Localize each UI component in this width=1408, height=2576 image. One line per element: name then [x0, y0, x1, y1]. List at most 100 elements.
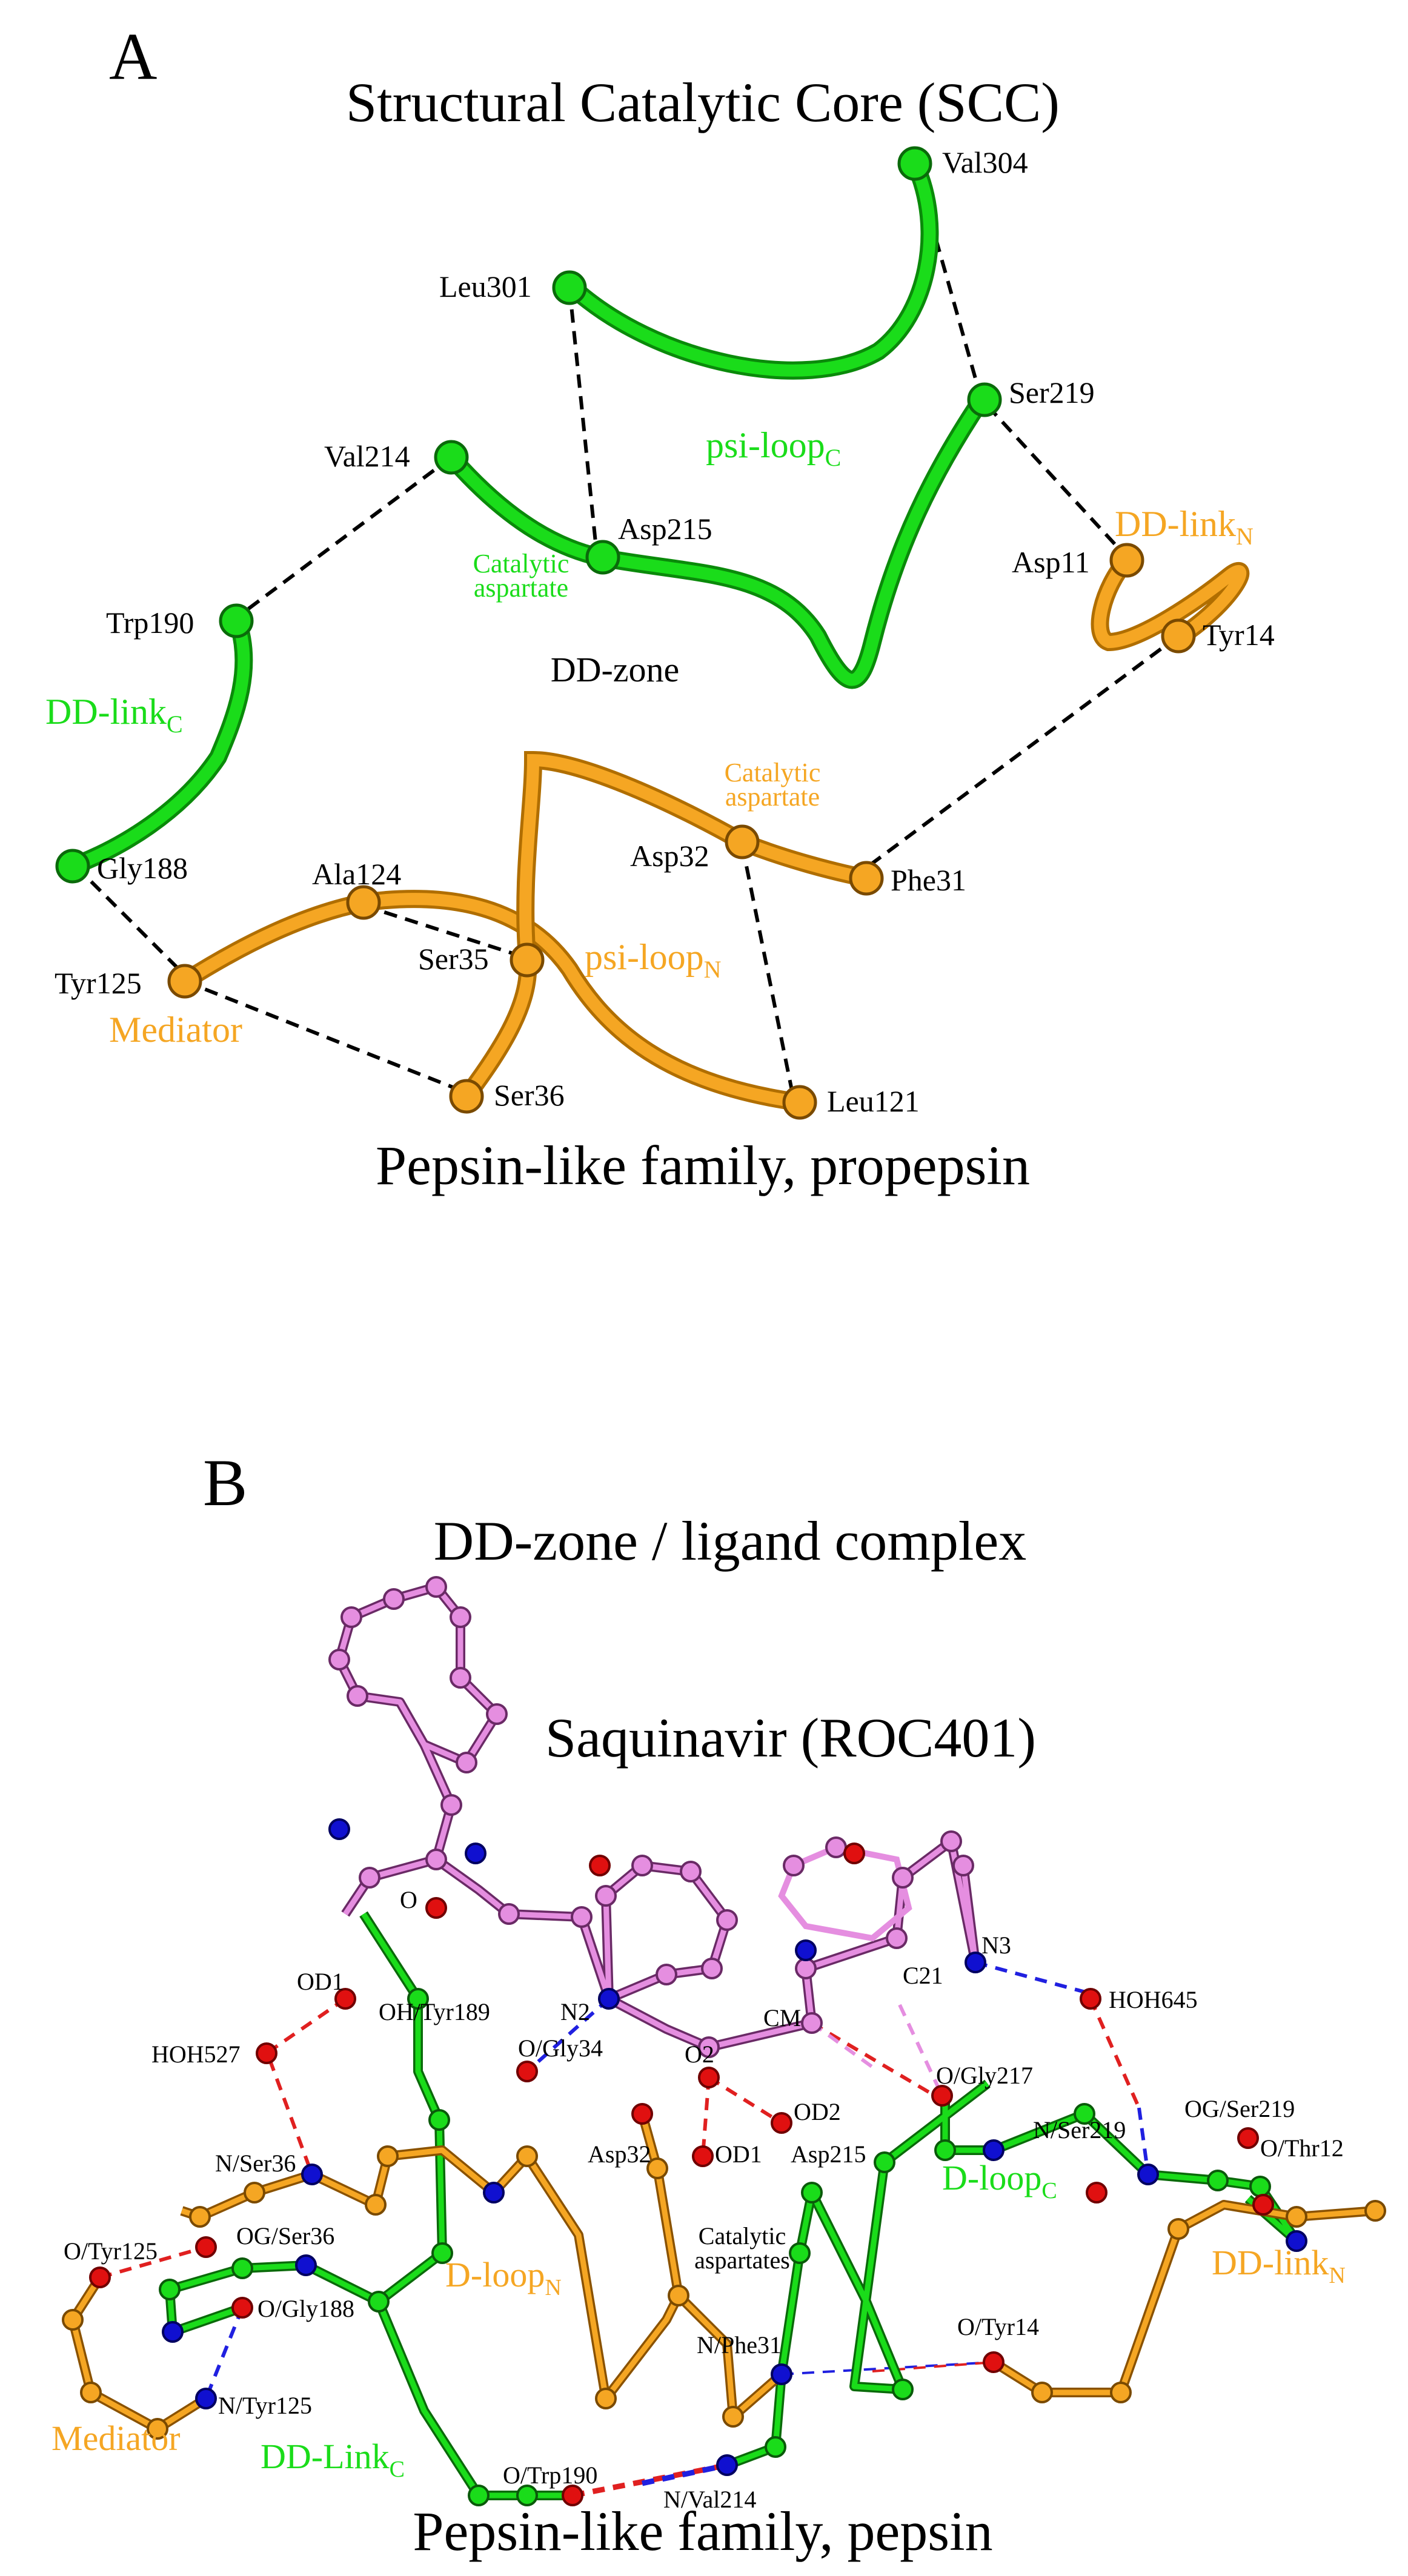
- atom-lig-13: [498, 1903, 520, 1925]
- panel-b-atom-labels: O OD1 OH/Tyr189 N2 HOH527 O/Gly34 O2 CM …: [64, 1886, 1344, 2513]
- atom-o-gly34: [516, 2061, 538, 2082]
- node-asp32: [725, 824, 760, 859]
- atom-lig-7: [347, 1685, 368, 1707]
- panel-a-letter: A: [109, 19, 157, 93]
- node-leu301: [552, 270, 587, 305]
- label-ser35: Ser35: [418, 942, 489, 976]
- atom-green-8: [516, 2485, 538, 2506]
- contact-asp32-leu121: [740, 844, 795, 1100]
- atom-o-tyr125: [89, 2266, 111, 2288]
- atom-lig-1: [383, 1588, 405, 1610]
- atom-n-green-3: [983, 2139, 1005, 2161]
- atom-n-ligand-1: [328, 1818, 350, 1840]
- atom-lig-18: [716, 1909, 738, 1931]
- node-ala124: [346, 885, 381, 920]
- node-ser35: [510, 942, 545, 978]
- label-o-gly217: O/Gly217: [936, 2062, 1033, 2089]
- atom-orange-12: [147, 2418, 168, 2440]
- node-trp190: [219, 603, 254, 638]
- atom-lig-16: [631, 1855, 653, 1876]
- atom-lig-26: [783, 1855, 805, 1876]
- atom-og-ser36: [195, 2236, 217, 2258]
- panel-a: A Structural Catalytic Core (SCC): [45, 19, 1275, 1196]
- atom-orange-2: [377, 2145, 399, 2167]
- atom-lig-27: [825, 1836, 847, 1858]
- panel-a-region-labels: psi-loopC DD-linkN DD-linkC psi-loopN Me…: [45, 425, 1254, 1050]
- atom-lig-cm: [801, 2012, 823, 2034]
- atom-lig-17: [680, 1861, 702, 1882]
- label-val214: Val214: [324, 439, 410, 473]
- atom-green-3: [431, 2242, 453, 2264]
- label-mediator-a: Mediator: [109, 1010, 242, 1050]
- atom-o-ligand-2: [843, 1843, 865, 1864]
- hbond-hoh645-down: [1089, 1998, 1141, 2109]
- node-phe31: [849, 861, 884, 896]
- atom-lig-22: [795, 1958, 817, 1979]
- atom-n2: [598, 1988, 620, 2010]
- panel-a-residue-labels: Val304 Leu301 Ser219 Val214 Asp215 Asp11…: [55, 145, 1275, 1118]
- node-asp11: [1109, 543, 1144, 578]
- label-n-phe31: N/Phe31: [697, 2331, 782, 2359]
- label-catalytic-b-2: aspartates: [694, 2247, 790, 2274]
- label-ser219: Ser219: [1009, 376, 1095, 409]
- label-n-ser36: N/Ser36: [215, 2150, 296, 2177]
- label-o: O: [400, 1886, 417, 1913]
- atom-lig-3: [450, 1606, 471, 1628]
- atom-lig-2: [425, 1576, 447, 1598]
- node-gly188: [55, 849, 90, 884]
- atom-green-14: [934, 2139, 956, 2161]
- atom-orange-14: [1110, 2382, 1132, 2403]
- label-n-tyr125: N/Tyr125: [218, 2392, 312, 2419]
- atom-orange-17: [1364, 2200, 1386, 2222]
- panel-b-hbonds: [99, 1961, 1150, 2498]
- hbond-n2-ogly34: [526, 1997, 610, 2073]
- contact-tyr14-phe31: [859, 634, 1180, 874]
- atoms-oxygen: [89, 1843, 1274, 2506]
- label-od1-ligand: OD1: [297, 1968, 344, 1995]
- node-tyr125: [167, 964, 202, 999]
- hbond-n3-hoh645-blue: [975, 1961, 1088, 1995]
- atom-orange-6: [646, 2157, 668, 2179]
- label-d-loop-n: D-loopN: [445, 2255, 562, 2300]
- node-asp215: [585, 540, 620, 575]
- panel-a-green-tubes: [64, 154, 991, 875]
- atom-od1-ligand: [334, 1988, 356, 2010]
- atom-green-2: [428, 2109, 450, 2131]
- label-n-val214: N/Val214: [663, 2486, 756, 2513]
- atom-lig-14: [571, 1906, 593, 1928]
- label-gly188: Gly188: [97, 851, 188, 885]
- backbone-mediator: [68, 2274, 209, 2434]
- node-val214: [434, 440, 469, 475]
- contact-val304-ser219: [928, 217, 983, 400]
- atom-orange-5: [668, 2285, 689, 2306]
- label-o-gly34: O/Gly34: [518, 2035, 603, 2062]
- panel-b-ligand-name: Saquinavir (ROC401): [545, 1707, 1036, 1769]
- label-ser36: Ser36: [494, 1078, 565, 1112]
- atom-green-10: [789, 2242, 811, 2264]
- panel-b-letter: B: [203, 1446, 247, 1520]
- panel-b-title: DD-zone / ligand complex: [434, 1510, 1027, 1572]
- atom-green-1: [407, 1988, 429, 2010]
- atom-o2: [698, 2067, 720, 2088]
- panel-a-orange-tubes: [176, 551, 1250, 1111]
- atom-asp32-o: [631, 2103, 653, 2125]
- atom-o-gly217: [931, 2085, 953, 2107]
- atom-green-13: [874, 2151, 895, 2173]
- atom-green-16: [1207, 2170, 1229, 2191]
- atom-o-ser219-carbonyl: [1086, 2182, 1107, 2204]
- atom-n-ligand-2: [465, 1843, 486, 1864]
- contact-cm: [811, 2021, 880, 2073]
- label-n3: N3: [981, 1932, 1011, 1959]
- contact-tyr125-ser36: [184, 979, 462, 1092]
- atom-green-7: [468, 2485, 490, 2506]
- atom-orange-11: [80, 2382, 102, 2403]
- backbone-d-loop-c-fill: [726, 2081, 989, 2468]
- label-o-thr12: O/Thr12: [1260, 2134, 1344, 2162]
- atom-hoh645: [1080, 1988, 1101, 2010]
- label-hoh645: HOH645: [1109, 1986, 1198, 2013]
- label-cm: CM: [763, 2004, 801, 2031]
- label-o-tyr14: O/Tyr14: [957, 2313, 1039, 2340]
- contact-gly188-tyr125: [74, 864, 187, 977]
- contact-ser219-asp11: [986, 404, 1129, 559]
